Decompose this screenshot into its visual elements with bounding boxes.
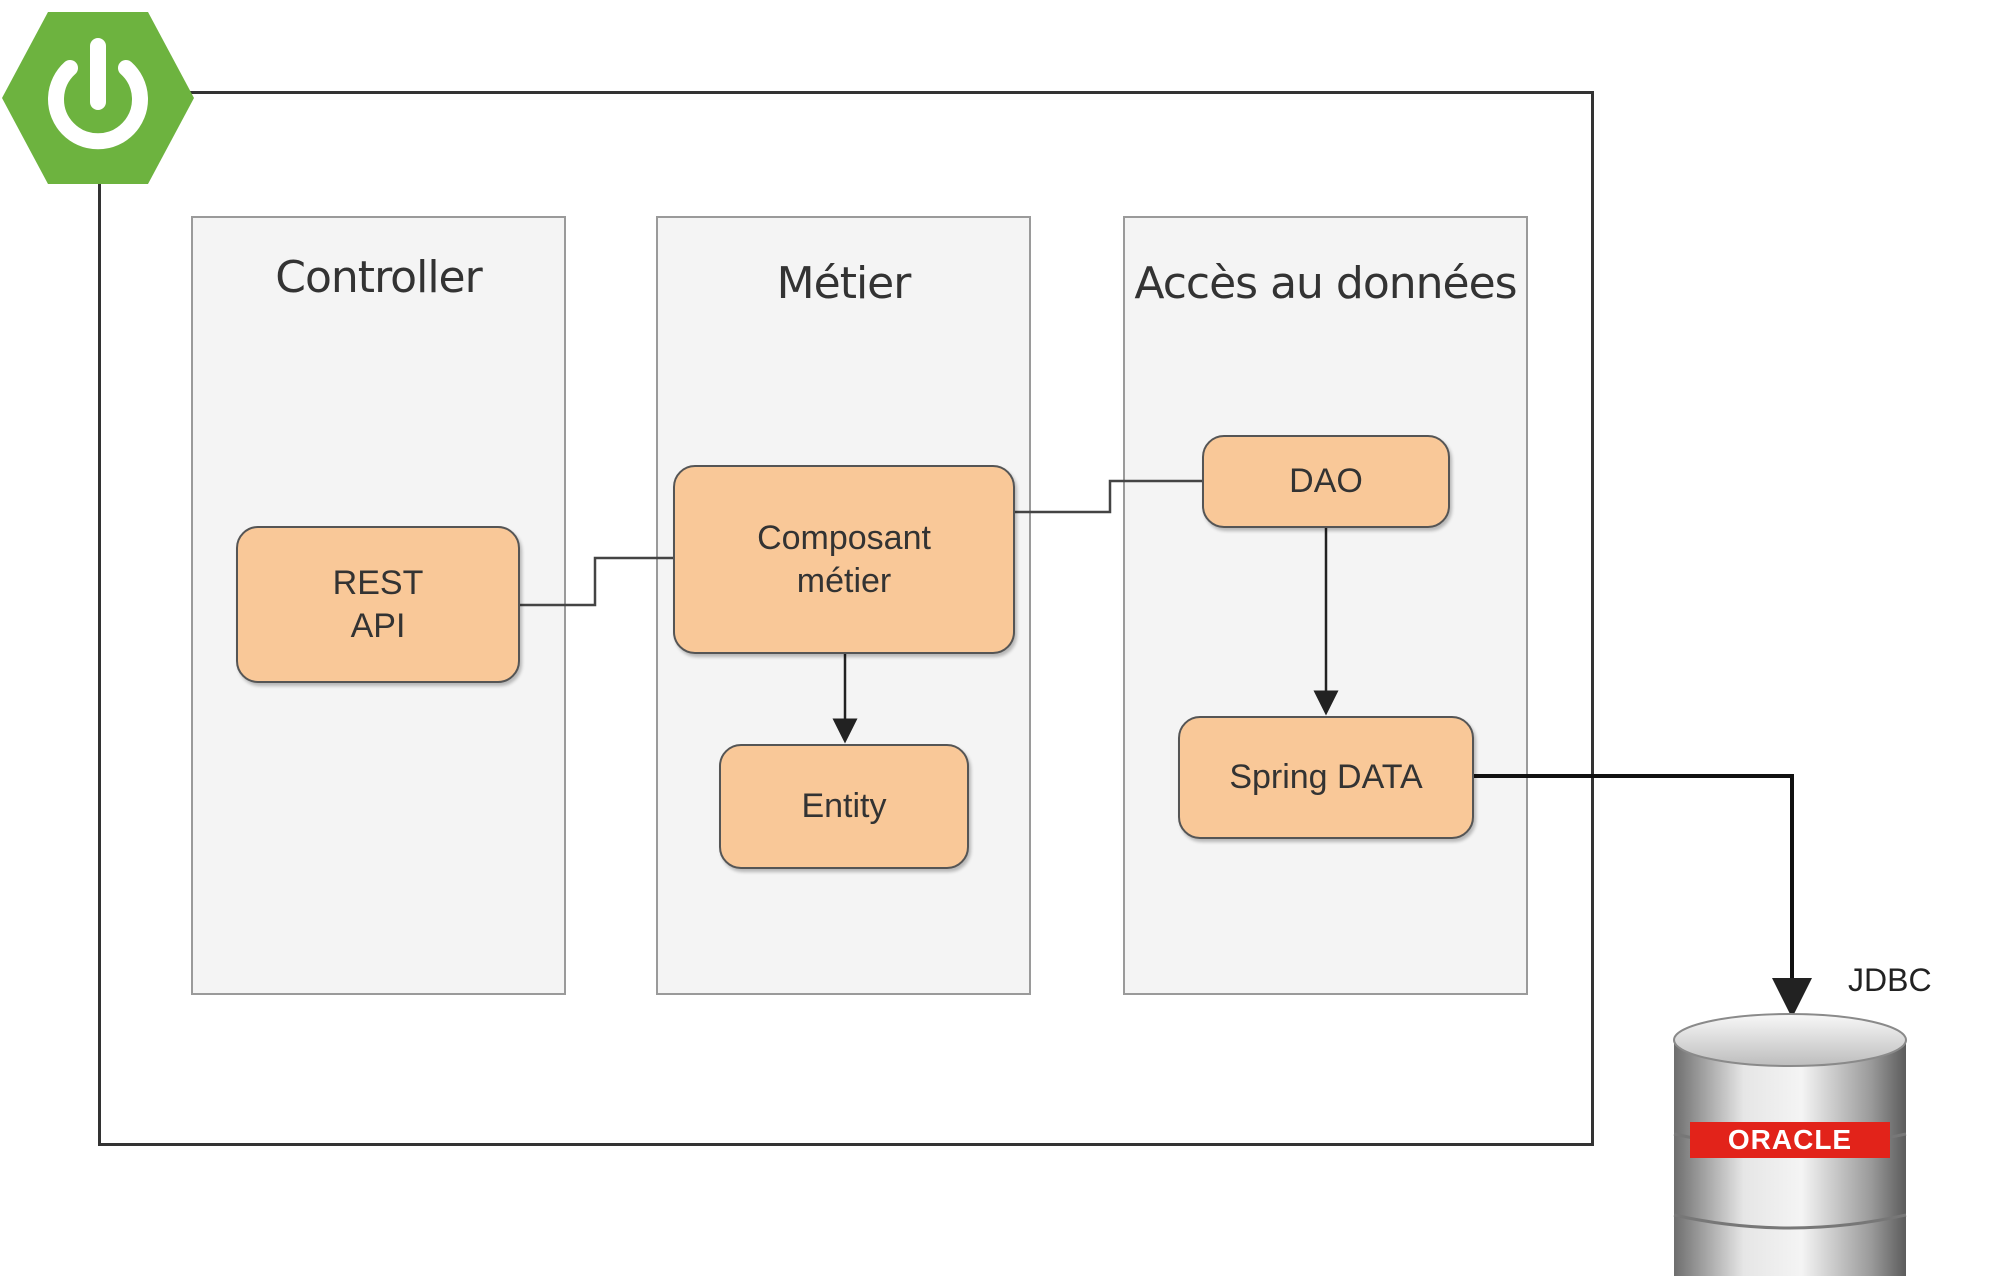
composant-metier-box: Composant métier bbox=[673, 465, 1015, 654]
oracle-brand-text: ORACLE bbox=[1728, 1124, 1852, 1155]
metier-layer-title: Métier bbox=[776, 258, 912, 309]
rest-to-composant-connector bbox=[520, 556, 673, 607]
spring-data-box: Spring DATA bbox=[1178, 716, 1474, 839]
entity-box: Entity bbox=[719, 744, 969, 869]
springdata-to-database-connector bbox=[1474, 774, 1812, 1018]
database-cylinder-icon: ORACLE bbox=[1673, 1013, 1907, 1276]
data-access-layer-title: Accès au données bbox=[1134, 258, 1517, 309]
composant-to-dao-connector bbox=[1015, 479, 1202, 514]
spring-logo bbox=[2, 12, 194, 184]
jdbc-label: JDBC bbox=[1848, 962, 1932, 998]
rest-api-box: REST API bbox=[236, 526, 520, 683]
power-icon bbox=[48, 38, 148, 150]
controller-layer-title: Controller bbox=[275, 252, 482, 303]
dao-box: DAO bbox=[1202, 435, 1450, 528]
